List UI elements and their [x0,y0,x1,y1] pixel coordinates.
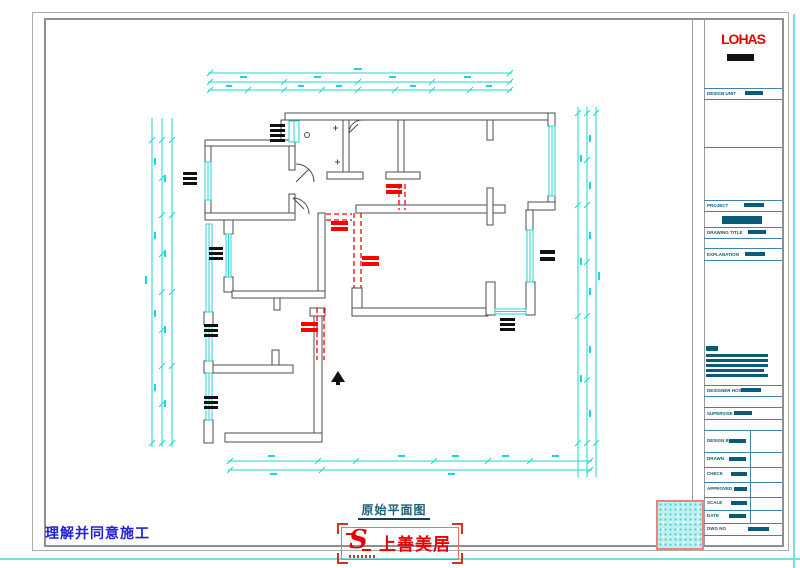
design-unit-label: DESIGN UNIT [707,91,737,96]
project-label: PROJECT [707,203,729,208]
dwg-no-label: DWG NO [707,526,726,531]
titleblock-rule [704,467,782,468]
titleblock-rule [704,260,782,261]
notes-line-bar [706,359,768,362]
logo-frame [341,527,459,560]
notes-line-bar [706,364,768,367]
date-label: DATE [707,513,719,518]
titleblock-rule [704,510,782,511]
supervise-label: SUPERVISE [707,411,733,416]
explanation-value-bar [745,252,765,256]
logo-subtext-bar [349,555,375,558]
titleblock-left-edge [704,18,705,545]
titleblock-rule [704,200,782,201]
demolition-marks-layer [301,184,402,332]
titleblock-rule [704,430,782,431]
titleblock-rule [704,385,782,386]
titleblock-rule [704,248,782,249]
titleblock-rule [704,88,782,89]
scale-label: SCALE [707,500,723,505]
walls-layer [203,112,556,444]
approval-note-text: 理解并同意施工 [45,525,150,541]
project-value-bar [744,203,764,207]
drawn-label: DRAWN [707,456,724,461]
titleblock-rule [704,497,782,498]
titleblock-rule [704,396,782,397]
titleblock-outer-divider [692,18,693,545]
design-by-label: DESIGN BY [707,438,732,443]
titleblock-column-divider [750,430,751,523]
titleblock-rule [704,147,782,148]
approved-value-bar [734,487,747,491]
notes-line-bar [706,369,764,372]
supervise-value-bar [734,411,752,415]
drawing-title-value-bar [748,230,766,234]
titleblock-rule [704,99,782,100]
annotation-text-bars-layer [183,124,555,409]
brand-logo-text: LOHAS [721,31,766,47]
titleblock-rule [704,211,782,212]
project-name-bar [722,216,762,224]
titleblock-rule [704,482,782,483]
scale-value-bar [731,501,747,505]
inner-border [44,18,784,547]
dwg-no-value-bar [748,527,769,531]
notes-heading-bar [706,346,718,351]
entry-arrow-icon [331,371,345,382]
drawn-value-bar [729,457,746,461]
logo-corner-tl [337,523,348,534]
titleblock-rule [704,407,782,408]
approved-label: APPROVED [707,486,733,491]
drawing-title-label: DRAWING TITLE [707,230,743,235]
logo-corner-bl [337,553,348,564]
titleblock-rule [704,227,782,228]
designer-host-label: DESIGNER HOST [707,388,745,393]
designer-host-value-bar [741,388,761,392]
paper-edge-right [793,14,795,568]
drawing-name-underline [358,518,430,520]
windows-layer [204,120,556,421]
demolition-layer [316,184,406,360]
titleblock-rule [704,535,782,536]
logo-company-name: 上善美居 [379,535,451,554]
design-by-value-bar [729,439,746,443]
door-symbols-layer [292,119,363,215]
brand-underline-bar [727,54,754,61]
check-label: CHECK [707,471,724,476]
design-unit-value-bar [745,91,763,95]
titleblock-rule [704,419,782,420]
titleblock-rule [704,238,782,239]
dimension-lines-layer [145,68,600,477]
logo-mark-stroke [362,549,371,551]
explanation-label: EXPLANATION [707,252,739,257]
logo-corner-tr [452,523,463,534]
logo-mark-stroke [346,533,354,535]
drawing-name-label: 原始平面图 [361,503,427,517]
hatch-swatch [656,500,704,550]
titleblock-rule [704,523,782,524]
titleblock-rule [704,452,782,453]
notes-line-bar [706,354,768,357]
date-value-bar [729,514,746,518]
check-value-bar [731,472,747,476]
logo-corner-br [452,553,463,564]
outer-border [32,12,789,551]
notes-line-bar [706,374,768,377]
